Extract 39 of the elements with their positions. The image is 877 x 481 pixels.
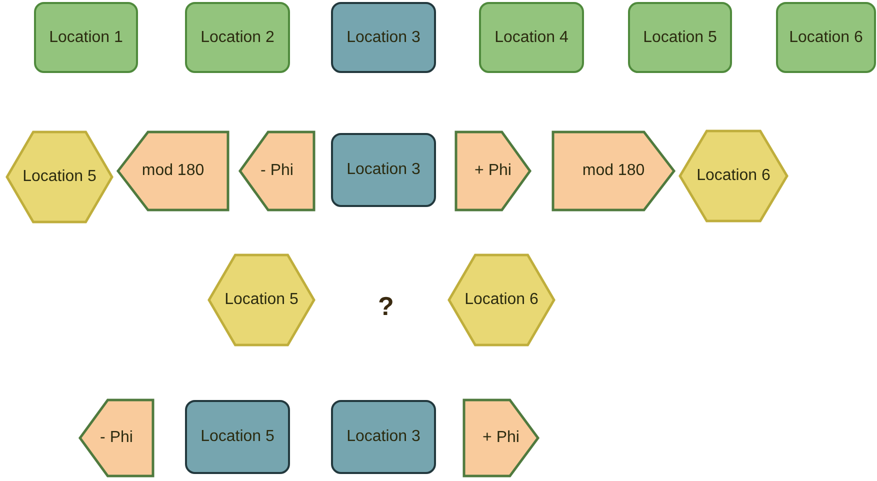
node-label: + Phi <box>474 162 512 180</box>
node-label: mod 180 <box>142 162 204 180</box>
node-label: Location 6 <box>464 291 538 309</box>
right-pointing-pentagon-node <box>553 132 674 210</box>
node-label: Location 5 <box>224 291 298 309</box>
node-label: + Phi <box>482 429 520 447</box>
left-pointing-pentagon-node <box>118 132 228 210</box>
left-pointing-pentagon-node <box>80 400 153 476</box>
node-label: Location 5 <box>200 428 274 446</box>
rounded-box-node <box>185 2 290 73</box>
node-label: - Phi <box>260 162 294 180</box>
question-mark: ? <box>378 291 394 322</box>
rounded-box-node <box>776 2 876 73</box>
rounded-box-node <box>331 133 436 207</box>
node-label: - Phi <box>100 429 133 447</box>
hexagon-node <box>7 132 112 222</box>
right-pointing-pentagon-node <box>464 400 538 476</box>
hexagon-node <box>449 255 554 345</box>
hexagon-node <box>680 131 787 221</box>
node-label: Location 3 <box>346 28 420 46</box>
rounded-box-node <box>34 2 138 73</box>
left-pointing-pentagon-node <box>240 132 314 210</box>
node-label: Location 5 <box>643 28 717 46</box>
node-label: Location 6 <box>696 167 770 185</box>
node-label: Location 3 <box>346 428 420 446</box>
rounded-box-node <box>331 2 436 73</box>
node-label: Location 6 <box>789 28 863 46</box>
node-label: Location 2 <box>200 28 274 46</box>
node-label: Location 1 <box>49 28 123 46</box>
rounded-box-node <box>331 400 436 474</box>
rounded-box-node <box>185 400 290 474</box>
node-label: Location 3 <box>346 161 420 179</box>
rounded-box-node <box>479 2 584 73</box>
rounded-box-node <box>628 2 732 73</box>
node-label: mod 180 <box>582 162 645 180</box>
right-pointing-pentagon-node <box>456 132 530 210</box>
hexagon-node <box>209 255 314 345</box>
node-label: Location 5 <box>22 168 96 186</box>
node-label: Location 4 <box>494 28 568 46</box>
